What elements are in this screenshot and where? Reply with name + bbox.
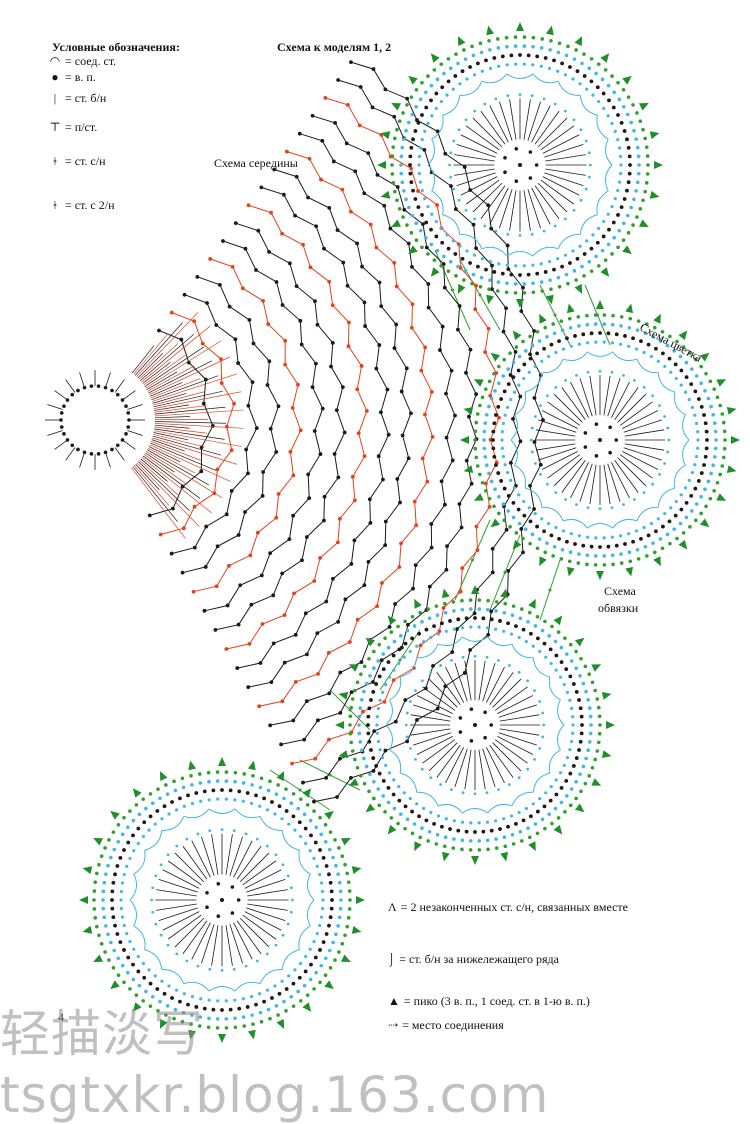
legend-item-chain: ● = в. п. bbox=[48, 70, 96, 85]
legend-item-double: ǂ = ст. с/н bbox=[48, 154, 106, 169]
connector-lines bbox=[270, 250, 610, 810]
single-crochet-icon: | bbox=[48, 91, 62, 106]
middle-scheme-label: Схема середины bbox=[214, 156, 298, 171]
decrease-icon: Λ bbox=[388, 900, 397, 915]
edging-scheme-label-line2: обвязки bbox=[598, 601, 638, 616]
legend-title: Условные обозначения: bbox=[52, 40, 180, 55]
flower-motif bbox=[335, 585, 615, 865]
legend-text: = ст. с/н bbox=[65, 154, 106, 169]
watermark: 轻描淡写 tsgtxkr.blog.163.com bbox=[0, 994, 750, 1124]
legend-text: = 2 незаконченных ст. с/н, связанных вме… bbox=[401, 900, 628, 915]
half-double-icon: ⊤ bbox=[48, 120, 62, 135]
flower-schemes bbox=[79, 22, 740, 1043]
legend-text: = ст. с 2/н bbox=[65, 198, 115, 213]
legend-item-half-double: ⊤ = п/ст. bbox=[48, 120, 97, 135]
slip-stitch-icon: ◠ bbox=[48, 54, 62, 69]
legend-item-single-crochet: | = ст. б/н bbox=[48, 91, 106, 106]
double-crochet-icon: ǂ bbox=[48, 154, 62, 169]
legend-text: = в. п. bbox=[65, 70, 96, 85]
legend-text: = п/ст. bbox=[65, 120, 97, 135]
scheme-title: Схема к моделям 1, 2 bbox=[277, 40, 391, 55]
bottom-legend-back-loop: ⌡ = ст. б/н за нижележащего ряда bbox=[388, 952, 559, 967]
treble-crochet-icon: ǂ bbox=[48, 198, 62, 213]
center-ring bbox=[45, 370, 145, 470]
edging-scheme-label-line1: Схема bbox=[604, 584, 636, 599]
legend-text: = ст. б/н bbox=[65, 91, 106, 106]
flower-motif bbox=[460, 300, 740, 580]
legend-text: = соед. ст. bbox=[65, 54, 116, 69]
chain-icon: ● bbox=[48, 70, 62, 85]
crochet-diagram bbox=[0, 0, 750, 1079]
flower-motif bbox=[377, 22, 663, 308]
legend-item-treble: ǂ = ст. с 2/н bbox=[48, 198, 115, 213]
legend-text: = ст. б/н за нижележащего ряда bbox=[399, 952, 559, 967]
bottom-legend-decrease: Λ = 2 незаконченных ст. с/н, связанных в… bbox=[388, 900, 628, 915]
back-loop-icon: ⌡ bbox=[388, 952, 395, 967]
legend-item-slip-stitch: ◠ = соед. ст. bbox=[48, 54, 116, 69]
